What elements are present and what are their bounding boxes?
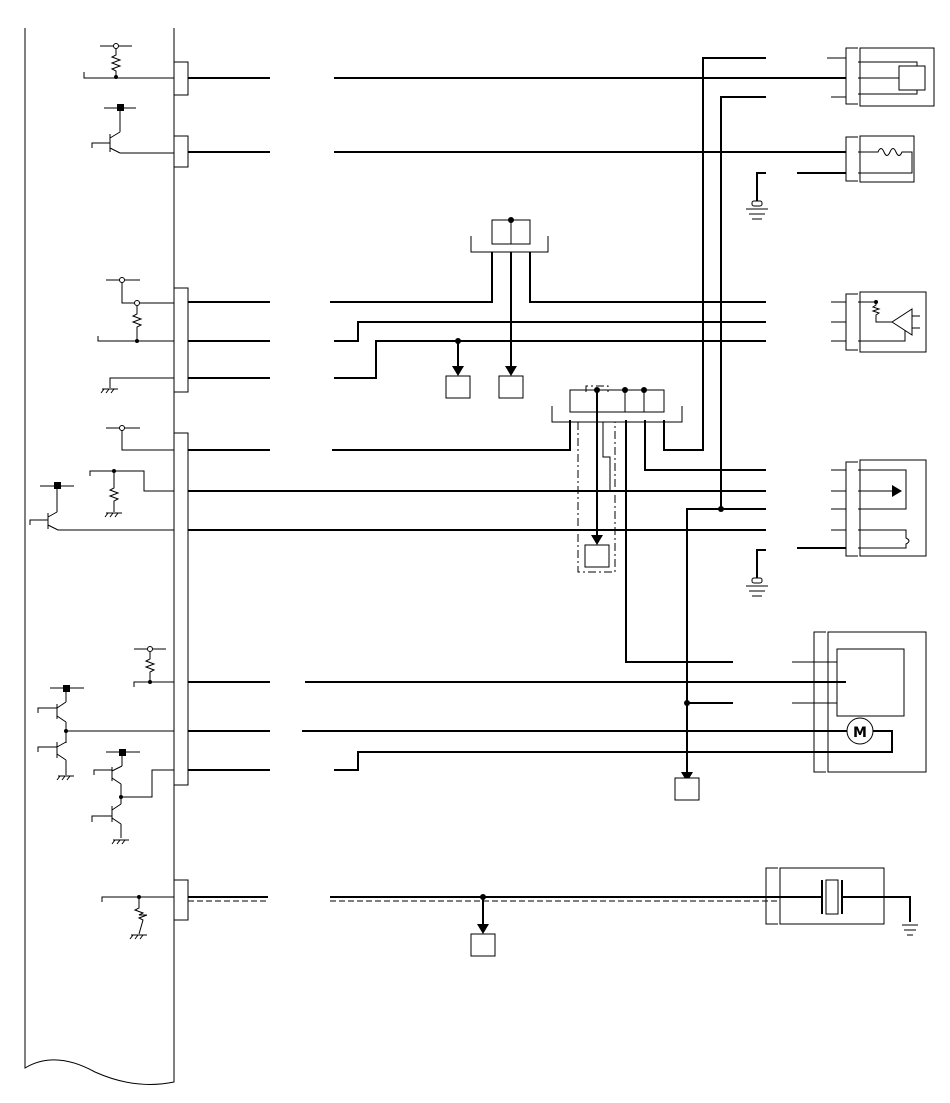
- solenoid-valve: [746, 135, 915, 220]
- joint-connector-1: [470, 219, 549, 253]
- ground-point-box: [470, 933, 496, 957]
- ecu-module: [24, 28, 189, 1085]
- internal-transistor-circuit-1: [91, 104, 174, 154]
- throttle-actuator-motor: M: [792, 631, 927, 773]
- ground-point-box: [445, 375, 471, 399]
- wire-segment: [625, 420, 733, 663]
- harness-wires: [188, 57, 846, 934]
- wire-segment: [334, 321, 766, 342]
- ecu-connector-2: [174, 135, 189, 168]
- ecu-connector-3: [174, 287, 189, 393]
- wire-segment: [529, 252, 766, 303]
- internal-driver-circuit: [37, 646, 174, 845]
- pressure-sensor: [827, 47, 935, 107]
- joint-connector-2: [551, 385, 683, 573]
- wire-segment: [686, 508, 766, 776]
- wire-segment: [330, 252, 493, 303]
- ground-point-box: [498, 375, 524, 399]
- wire-segment: [334, 340, 766, 379]
- throttle-sensor: [831, 291, 927, 353]
- motor-label: M: [853, 725, 867, 741]
- wire-segment: [332, 420, 571, 451]
- internal-oscillator-circuit: [101, 895, 174, 940]
- internal-pullup-circuit-1: [83, 43, 174, 79]
- wire-segment: [663, 57, 766, 451]
- crystal-oscillator: [765, 867, 918, 936]
- position-sensor: [746, 459, 927, 597]
- wire-segment: [644, 420, 766, 471]
- ecu-connector-5: [174, 879, 189, 921]
- ecu-connector-4: [174, 432, 189, 786]
- internal-sensor-circuit-2: [29, 425, 174, 531]
- wire-segment: [334, 751, 846, 771]
- ecu-connector-1: [174, 61, 189, 96]
- ground-point-box: [584, 544, 610, 568]
- ground-point-box: [674, 777, 700, 801]
- internal-sensor-circuit-1: [97, 277, 174, 394]
